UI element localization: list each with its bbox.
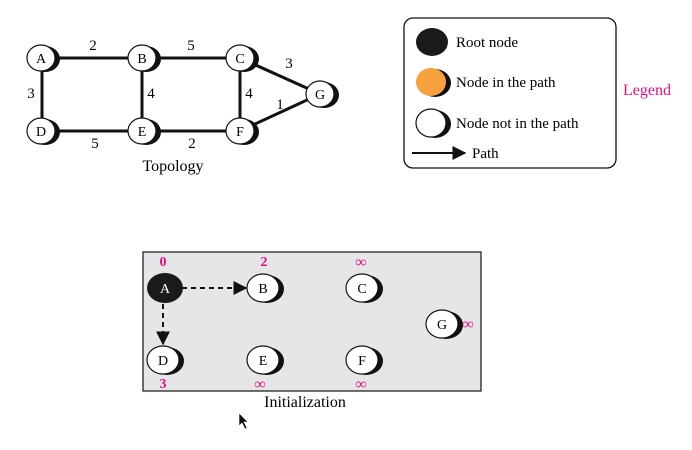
weight-c-f: 4 (245, 86, 253, 102)
svg-text:F: F (236, 125, 244, 140)
svg-text:E: E (138, 125, 147, 140)
svg-text:D: D (36, 125, 46, 140)
weight-e-f: 2 (188, 136, 196, 152)
legend-not-in-path-swatch (415, 108, 451, 138)
weight-a-d: 3 (27, 86, 35, 102)
distance-a: 0 (160, 255, 167, 270)
mouse-cursor-icon (238, 412, 249, 430)
weight-d-e: 5 (91, 136, 99, 152)
distance-c: ∞ (355, 254, 366, 271)
legend-root-node-label: Root node (456, 35, 518, 51)
weight-b-e: 4 (147, 86, 155, 102)
distance-b: 2 (261, 255, 268, 270)
svg-text:C: C (357, 282, 366, 297)
svg-text:G: G (315, 88, 325, 103)
legend-path-label: Path (472, 146, 499, 162)
weight-b-c: 5 (187, 38, 195, 54)
topo-node-a: A (26, 44, 60, 72)
legend-title: Legend (623, 82, 671, 99)
topo-node-f: F (225, 117, 259, 145)
legend-not-in-path-label: Node not in the path (456, 116, 579, 132)
init-node-a: A (147, 273, 183, 303)
topology-caption: Topology (142, 158, 203, 175)
weight-f-g: 1 (276, 97, 284, 113)
legend-in-path-label: Node in the path (456, 75, 556, 91)
topology-graph: 2 5 3 3 4 4 1 5 2 A B C D (26, 38, 339, 175)
topo-node-b: B (127, 44, 161, 72)
weight-a-b: 2 (89, 38, 97, 54)
initialization-caption: Initialization (264, 394, 346, 411)
distance-e: ∞ (254, 376, 265, 393)
init-node-c: C (345, 273, 383, 303)
init-node-b: B (246, 273, 284, 303)
svg-text:D: D (158, 354, 168, 369)
weight-c-g: 3 (285, 56, 293, 72)
topo-node-e: E (127, 117, 161, 145)
svg-text:B: B (258, 282, 267, 297)
init-node-g: G (425, 309, 463, 339)
svg-text:A: A (36, 52, 47, 67)
svg-text:A: A (160, 282, 171, 297)
topo-node-d: D (26, 117, 60, 145)
init-node-e: E (246, 345, 284, 375)
topo-node-g: G (305, 80, 339, 108)
svg-text:B: B (137, 52, 146, 67)
distance-f: ∞ (355, 376, 366, 393)
init-node-d: D (146, 345, 184, 375)
legend-root-node-swatch (416, 28, 448, 56)
svg-text:F: F (358, 354, 366, 369)
distance-d: 3 (160, 377, 167, 392)
distance-g: ∞ (462, 316, 473, 333)
legend-in-path-swatch (416, 68, 451, 97)
svg-text:G: G (437, 318, 447, 333)
svg-text:C: C (235, 52, 244, 67)
svg-text:E: E (259, 354, 268, 369)
topo-node-c: C (225, 44, 259, 72)
init-node-f: F (345, 345, 383, 375)
initialization-panel: A 0 B 2 C ∞ D 3 E ∞ (142, 251, 482, 393)
legend-box: Root node Node in the path Node not in t… (403, 17, 617, 169)
